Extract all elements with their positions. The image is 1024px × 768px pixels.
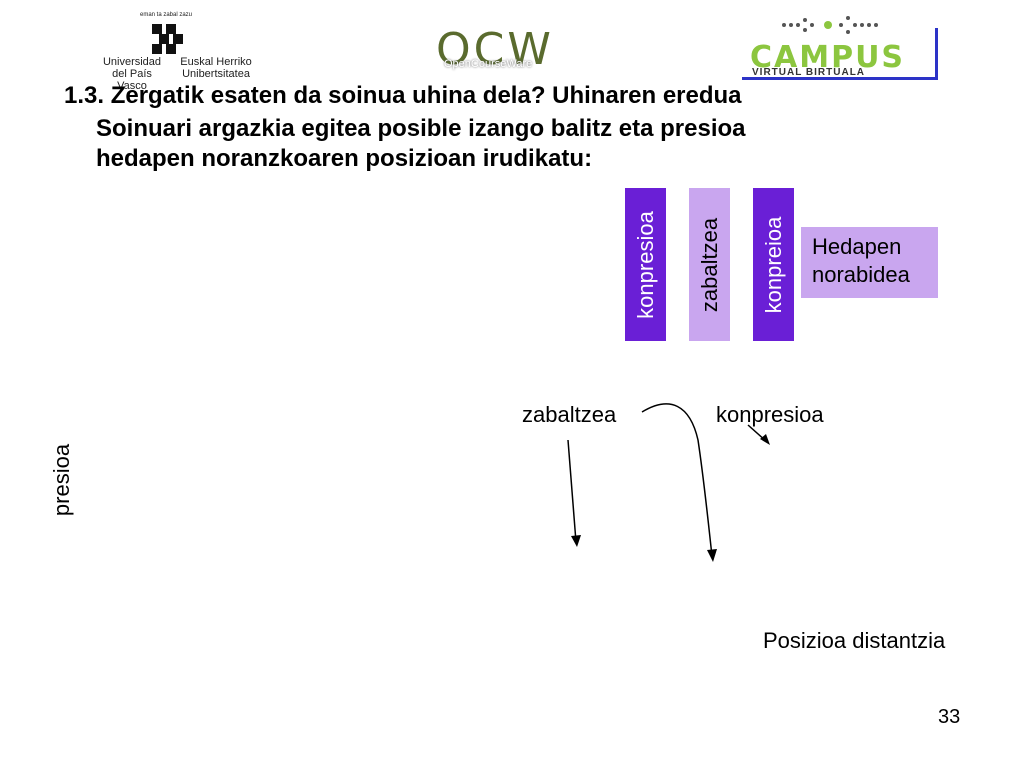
slide-title-line2: Soinuari argazkia egitea posible izango … [96, 115, 746, 142]
upv-left-name: Universidad del País Vasco [96, 56, 168, 92]
campus-logo-frame [742, 28, 938, 80]
upv-right-line2: Unibertsitatea [182, 68, 250, 80]
campus-dots-icon [782, 16, 878, 34]
bar-zabaltzea: zabaltzea [689, 188, 730, 341]
arrowhead-1 [571, 535, 581, 547]
upv-motto: eman ta zabal zazu [139, 12, 193, 18]
slide-title-line1: 1.3. Zergatik esaten da soinua uhina del… [64, 82, 742, 109]
hedapen-norabidea-box: Hedapen norabidea [801, 227, 938, 298]
upv-logo: eman ta zabal zazu Universidad del País … [96, 10, 258, 92]
axis-y-text: presioa [49, 443, 74, 517]
upv-left-line1: Universidad [102, 56, 162, 68]
axis-label-posizioa: Posizioa distantzia [763, 628, 946, 653]
slide-title-line3: hedapen noranzkoaren posizioan irudikatu… [96, 145, 593, 172]
arrowhead-3 [760, 434, 770, 445]
arrow-zabaltzea-down [567, 439, 577, 543]
campus-logo-word: CAMPUS [750, 40, 906, 75]
upv-right-name: Euskal Herriko Unibertsitatea [174, 56, 258, 80]
label-konpresioa: konpresioa [716, 402, 824, 427]
arrow-icon [567, 403, 767, 557]
arrowhead-2 [707, 549, 717, 562]
page-number: 33 [938, 706, 961, 728]
arrow-curved [641, 403, 713, 557]
bar-konpresioa: konpresioa [625, 188, 666, 341]
upv-right-line1: Euskal Herriko [180, 56, 252, 68]
bar-konpreioa: konpreioa [753, 188, 794, 341]
upv-left-line2: del País Vasco [112, 68, 152, 92]
ocw-logo: OCW [436, 28, 556, 78]
ocw-subtitle: OpenCourseWare [444, 58, 533, 70]
campus-logo-subtitle: VIRTUAL BIRTUALA [752, 67, 866, 78]
ocw-logo-text: OCW [436, 24, 554, 75]
upv-emblem-icon [152, 24, 183, 54]
label-zabaltzea: zabaltzea [522, 402, 617, 427]
hedapen-line2: norabidea [812, 262, 910, 287]
hedapen-line1: Hedapen [812, 234, 902, 259]
axis-label-presioa: presioa [22, 440, 102, 520]
